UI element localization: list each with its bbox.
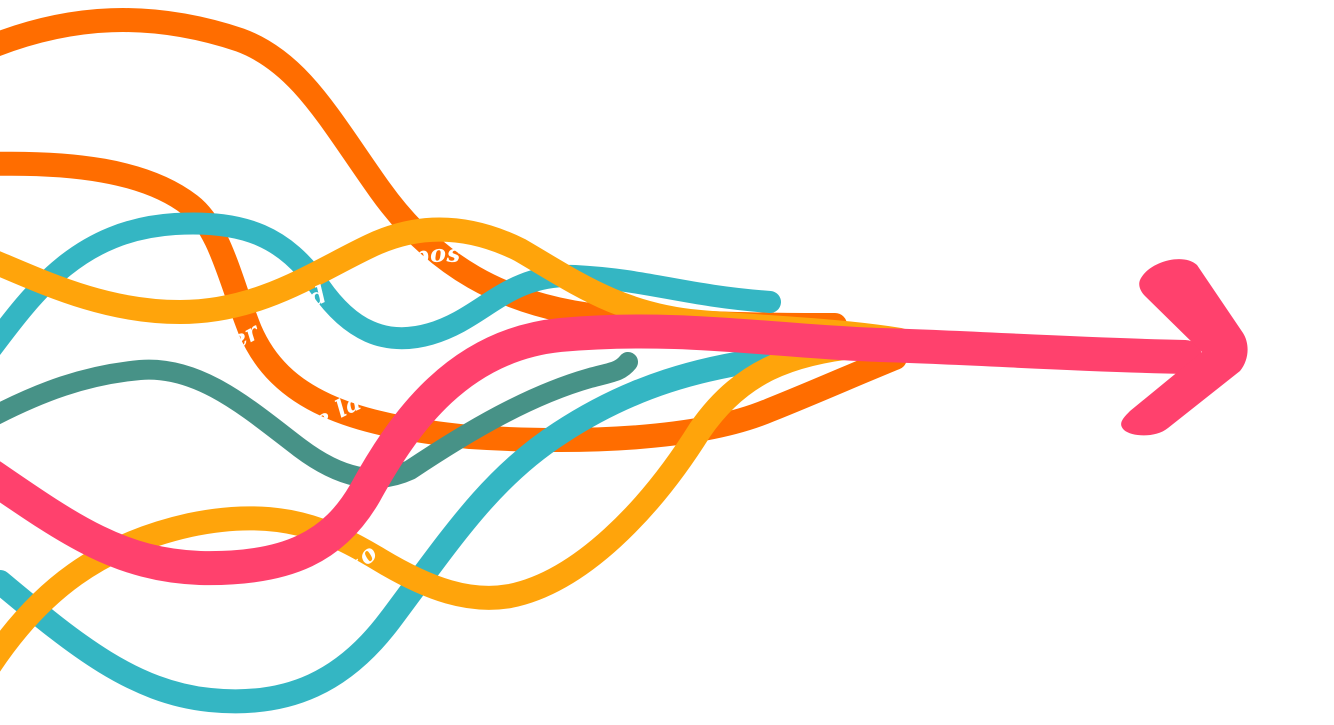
teal-ribbon-lower [0, 344, 802, 714]
dark-teal-ribbon [0, 352, 638, 489]
pink-arrow-ribbon [0, 314, 1202, 586]
orange-ribbon-middle [0, 151, 907, 452]
pink-arrowhead-icon [1121, 259, 1248, 436]
teal-ribbon-upper [0, 212, 781, 356]
